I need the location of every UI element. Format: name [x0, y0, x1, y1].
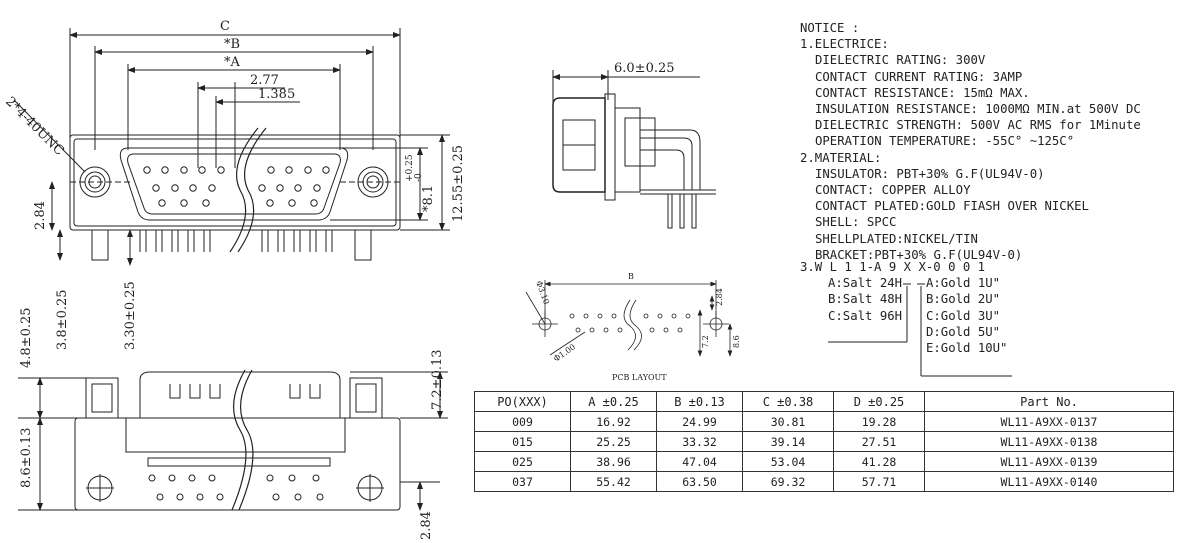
dim-b-label: *B: [224, 37, 240, 52]
electric-line: CONTACT CURRENT RATING: 3AMP: [815, 69, 1023, 84]
gold-options: A:Gold 1U" B:Gold 2U" C:Gold 3U" D:Gold …: [926, 275, 1007, 356]
dim-330-label: 3.30±0.25: [123, 281, 138, 350]
dim-86-label: 8.6±0.13: [19, 427, 34, 488]
electric-line: OPERATION TEMPERATURE: -55C° ~125C°: [815, 134, 1075, 149]
dim-72-label: 7.2±0.13: [430, 349, 445, 410]
pcb-layout: [525, 280, 733, 357]
cell: 19.28: [833, 411, 925, 432]
material-title: 2.MATERIAL:: [800, 150, 882, 165]
pcb-holes: [569, 313, 691, 333]
dim-81-tol-plus: +0.25: [405, 154, 415, 182]
table-header-row: PO(XXX) A ±0.25 B ±0.13 C ±0.38 D ±0.25 …: [474, 391, 1174, 412]
gold-option: D:Gold 5U": [926, 324, 1001, 339]
bottom-view: [18, 369, 448, 511]
cell: 037: [474, 471, 571, 492]
gold-option: E:Gold 10U": [926, 341, 1008, 356]
material-line: INSULATOR: PBT+30% G.F(UL94V-0): [815, 166, 1045, 181]
cell: WL11-A9XX-0138: [924, 431, 1174, 452]
col-part-no: Part No.: [924, 391, 1174, 412]
cell: WL11-A9XX-0139: [924, 451, 1174, 472]
option-list: A:Salt 24H B:Salt 48H C:Salt 96H A:Gold …: [800, 275, 1180, 365]
table-row: 037 55.42 63.50 69.32 57.71 WL11-A9XX-01…: [474, 471, 1174, 492]
col-c: C ±0.38: [742, 391, 834, 412]
dim-1255-label: 12.55±0.25: [451, 145, 466, 222]
col-d: D ±0.25: [833, 391, 925, 412]
dim-81-label: *8.1: [421, 185, 436, 212]
cell: 24.99: [656, 411, 743, 432]
gold-option: C:Gold 3U": [926, 308, 1001, 323]
pcb-label-86: 8.6: [732, 335, 741, 348]
col-b: B ±0.13: [656, 391, 743, 412]
dim-38-label: 3.8±0.25: [55, 289, 70, 350]
bottom-dimension-labels: 4.8±0.25 7.2±0.13 8.6±0.13 2.84: [19, 307, 445, 540]
notice-heading: NOTICE :: [800, 21, 860, 35]
cell: 39.14: [742, 431, 834, 452]
part-number-table: PO(XXX) A ±0.25 B ±0.13 C ±0.38 D ±0.25 …: [474, 391, 1174, 492]
gold-option: A:Gold 1U": [926, 276, 1001, 291]
option-brackets: [828, 283, 1012, 377]
pcb-label-284: 2.84: [715, 288, 724, 306]
col-a: A ±0.25: [570, 391, 657, 412]
cell: 53.04: [742, 451, 834, 472]
material-line: CONTACT PLATED:GOLD FIASH OVER NICKEL: [815, 199, 1089, 214]
cell: 69.32: [742, 471, 834, 492]
cell: 41.28: [833, 451, 925, 472]
dim-48-label: 4.8±0.25: [19, 307, 34, 368]
material-line: BRACKET:PBT+30% G.F(UL94V-0): [815, 247, 1023, 262]
col-po: PO(XXX): [474, 391, 571, 412]
pcb-label-hole1: Φ3.10: [534, 280, 551, 306]
cell: 47.04: [656, 451, 743, 472]
dim-81-tol-minus: -0: [414, 173, 424, 182]
notice-panel: NOTICE : 1.ELECTRICE: DIELECTRIC RATING:…: [800, 20, 1180, 365]
cell: 015: [474, 431, 571, 452]
part-code: 3.W L 1 1-A 9 X X-0 0 0 1: [800, 260, 986, 275]
side-width-label: 6.0±0.25: [614, 61, 675, 76]
cell: 009: [474, 411, 571, 432]
salt-option: C:Salt 96H: [828, 308, 903, 323]
cell: 025: [474, 451, 571, 472]
front-contacts: [143, 166, 330, 207]
electric-line: INSULATION RESISTANCE: 1000MΩ MIN.at 500…: [815, 102, 1141, 117]
cell: 55.42: [570, 471, 657, 492]
cell: 38.96: [570, 451, 657, 472]
cell: 33.32: [656, 431, 743, 452]
front-dimension-labels: C *B *A 2.77 1.385 2*4-40UNC 2.84 *8.1 +…: [2, 19, 466, 350]
dim-284-label: 2.84: [33, 201, 48, 230]
dim-screw-label: 2*4-40UNC: [2, 94, 67, 159]
dim-a-label: *A: [224, 55, 241, 70]
bottom-pin-holes: [148, 474, 324, 501]
salt-option: A:Salt 24H: [828, 276, 903, 291]
cell: 25.25: [570, 431, 657, 452]
table-row: 009 16.92 24.99 30.81 19.28 WL11-A9XX-01…: [474, 411, 1174, 432]
salt-options: A:Salt 24H B:Salt 48H C:Salt 96H: [828, 275, 902, 324]
salt-option: B:Salt 48H: [828, 292, 903, 307]
electric-line: DIELECTRIC RATING: 300V: [815, 53, 986, 68]
cell: 57.71: [833, 471, 925, 492]
front-view: [13, 28, 450, 266]
electric-line: DIELECTRIC STRENGTH: 500V AC RMS for 1Mi…: [815, 118, 1141, 133]
pcb-label-b: B: [628, 272, 634, 281]
table-row: 015 25.25 33.32 39.14 27.51 WL11-A9XX-01…: [474, 431, 1174, 452]
electric-title: 1.ELECTRICE:: [800, 37, 889, 52]
gold-option: B:Gold 2U": [926, 292, 1001, 307]
material-line: SHELL: SPCC: [815, 215, 897, 230]
electric-line: CONTACT RESISTANCE: 15mΩ MAX.: [815, 85, 1030, 100]
pcb-label-72: 7.2: [701, 335, 710, 348]
cell: WL11-A9XX-0140: [924, 471, 1174, 492]
material-line: CONTACT: COPPER ALLOY: [815, 183, 971, 198]
cell: 16.92: [570, 411, 657, 432]
material-line: SHELLPLATED:NICKEL/TIN: [815, 231, 978, 246]
dim-c-label: C: [220, 19, 230, 34]
dim-half-pitch-label: 1.385: [258, 87, 295, 102]
dim-pitch-label: 2.77: [250, 73, 279, 88]
pcb-title: PCB LAYOUT: [612, 373, 667, 382]
side-view: [552, 70, 716, 229]
cell: 27.51: [833, 431, 925, 452]
cell: WL11-A9XX-0137: [924, 411, 1174, 432]
cell: 63.50: [656, 471, 743, 492]
cell: 30.81: [742, 411, 834, 432]
dim-284b-label: 2.84: [419, 511, 434, 540]
table-row: 025 38.96 47.04 53.04 41.28 WL11-A9XX-01…: [474, 451, 1174, 472]
